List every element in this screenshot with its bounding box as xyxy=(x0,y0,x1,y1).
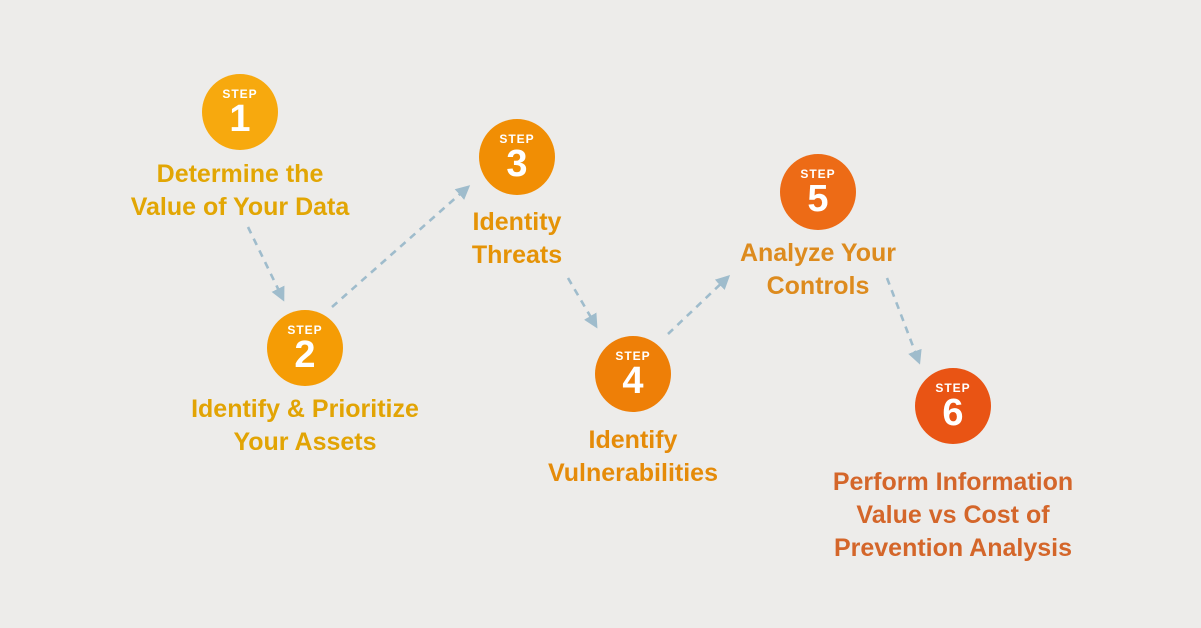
step-2: STEP 2 Identify & Prioritize Your Assets xyxy=(165,310,445,459)
arrow-step3-to-step4 xyxy=(566,277,598,329)
step-5-number: 5 xyxy=(807,178,829,220)
step-6-title: Perform Information Value vs Cost of Pre… xyxy=(832,468,1074,562)
step-1-number: 1 xyxy=(229,98,251,140)
step-4: STEP 4 Identify Vulnerabilities xyxy=(493,336,773,490)
step-4-title: Identify Vulnerabilities xyxy=(548,426,718,487)
step-5-title: Analyze Your Controls xyxy=(739,239,897,300)
step-3-title: Identity Threats xyxy=(471,208,563,269)
step-3-badge: STEP xyxy=(499,132,535,146)
step-1-circle: STEP 1 xyxy=(202,74,278,150)
step-1-badge: STEP xyxy=(222,87,258,101)
step-5-circle: STEP 5 xyxy=(780,154,856,230)
step-2-circle: STEP 2 xyxy=(267,310,343,386)
step-2-title: Identify & Prioritize Your Assets xyxy=(191,395,419,456)
step-2-number: 2 xyxy=(294,334,316,376)
arrow-step1-to-step2 xyxy=(246,226,285,302)
step-2-badge: STEP xyxy=(287,323,323,337)
step-5-badge: STEP xyxy=(800,167,836,181)
step-3: STEP 3 Identity Threats xyxy=(377,119,657,272)
step-3-circle: STEP 3 xyxy=(479,119,555,195)
step-3-number: 3 xyxy=(506,143,528,185)
step-1: STEP 1 Determine the Value of Your Data xyxy=(100,74,380,224)
step-6-circle: STEP 6 xyxy=(915,368,991,444)
step-6: STEP 6 Perform Information Value vs Cost… xyxy=(798,368,1108,565)
step-5: STEP 5 Analyze Your Controls xyxy=(678,154,958,303)
step-6-number: 6 xyxy=(942,392,964,434)
step-4-badge: STEP xyxy=(615,349,651,363)
step-6-badge: STEP xyxy=(935,381,971,395)
step-4-number: 4 xyxy=(622,360,644,402)
step-4-circle: STEP 4 xyxy=(595,336,671,412)
step-1-title: Determine the Value of Your Data xyxy=(130,160,350,221)
